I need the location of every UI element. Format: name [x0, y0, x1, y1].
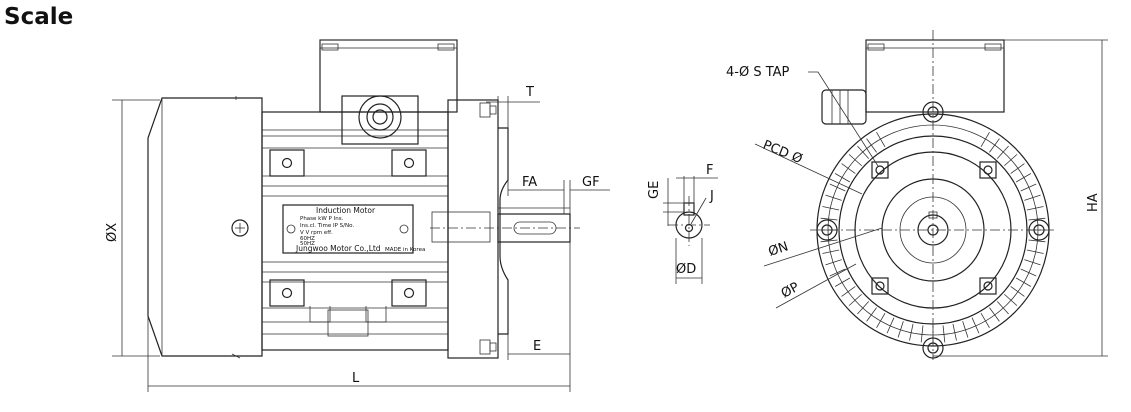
side-dimensions: ØX L T FA GF E: [105, 85, 610, 392]
svg-text:Ins.cl. Time IP S/No.: Ins.cl. Time IP S/No.: [300, 223, 354, 229]
dim-op-label: ØP: [779, 280, 802, 302]
terminal-box-front: [865, 39, 1005, 113]
fin-tick: [822, 249, 840, 254]
fin-tick: [820, 239, 838, 243]
svg-text:MADE in Korea: MADE in Korea: [385, 247, 425, 253]
fan-cover: [147, 97, 263, 357]
fin-tick: [897, 321, 904, 338]
svg-text:50HZ: 50HZ: [300, 241, 315, 247]
front-dimensions: HA 4-Ø S TAP PCD Ø ØN ØP: [726, 39, 1108, 357]
nameplate-title: Induction Motor: [316, 206, 376, 215]
svg-text:Phase kW P Ins.: Phase kW P Ins.: [300, 216, 344, 222]
fin-tick: [1024, 259, 1041, 266]
nameplate-maker: Jungwoo Motor Co.,Ltd: [295, 244, 381, 253]
shaft-detail: F GE J ØD: [647, 163, 718, 284]
fin-tick: [825, 259, 842, 266]
dim-l-label: L: [352, 371, 360, 386]
fin-tick: [980, 312, 990, 329]
fin-tick: [1026, 206, 1044, 211]
dim-ha-label: HA: [1086, 193, 1101, 212]
fin-tick: [1015, 173, 1032, 183]
svg-text:60HZ: 60HZ: [300, 236, 315, 242]
cable-gland-front: [821, 89, 867, 125]
dim-od-label: ØD: [676, 262, 696, 277]
dim-on-label: ØN: [767, 239, 791, 259]
front-view: [810, 30, 1056, 360]
fin-tick: [886, 317, 895, 334]
fin-tick: [996, 145, 1009, 159]
fin-tick: [942, 325, 946, 343]
fin-tick: [848, 293, 862, 306]
fin-tick: [962, 321, 969, 338]
fin-tick: [1010, 286, 1025, 297]
dim-ox-label: ØX: [105, 223, 120, 242]
flange: [447, 99, 499, 359]
fin-tick: [866, 138, 877, 153]
fin-tick: [989, 138, 1000, 153]
fin-tick: [909, 323, 914, 341]
fin-tick: [971, 317, 980, 334]
side-view: Induction Motor Phase kW P Ins. Ins.cl. …: [147, 39, 580, 359]
dim-j-label: J: [709, 189, 714, 204]
bolt-holes: [871, 161, 997, 295]
fin-tick: [1004, 293, 1018, 306]
fin-tick: [1004, 154, 1018, 167]
fin-tick: [1020, 183, 1037, 192]
page-title: Scale: [4, 4, 74, 30]
terminal-box: [319, 39, 458, 113]
fin-tick: [848, 154, 862, 167]
fin-tick: [980, 131, 990, 148]
dim-pcd-label: PCD Ø: [761, 138, 805, 167]
fin-tick: [1010, 163, 1025, 174]
dim-f-label: F: [706, 163, 713, 178]
fin-tick: [876, 312, 886, 329]
fin-tick: [820, 217, 838, 221]
fin-tick: [1028, 239, 1046, 243]
svg-text:V V rpm eff.: V V rpm eff.: [300, 230, 333, 236]
fin-ring: [820, 131, 1046, 343]
dim-fa-label: FA: [522, 175, 537, 190]
fan-cover-screw-icon: [231, 219, 249, 237]
fin-tick: [834, 277, 851, 287]
fin-tick: [996, 301, 1009, 315]
dim-gf-label: GF: [582, 175, 600, 190]
fin-tick: [1028, 217, 1046, 221]
fin-tick: [825, 194, 842, 201]
dim-ge-label: GE: [647, 181, 662, 199]
fin-tick: [1024, 194, 1041, 201]
cable-gland-icon: [358, 95, 402, 139]
fin-tick: [1026, 249, 1044, 254]
fin-tick: [876, 131, 886, 148]
dim-t-label: T: [525, 85, 534, 100]
fin-tick: [841, 163, 856, 174]
fin-tick: [829, 268, 846, 277]
fin-tick: [829, 183, 846, 192]
dim-tap-label: 4-Ø S TAP: [726, 65, 790, 80]
fin-tick: [841, 286, 856, 297]
fin-tick: [822, 206, 840, 211]
cooling-fins: [262, 129, 448, 335]
fin-tick: [834, 173, 851, 183]
fin-tick: [857, 301, 870, 315]
nameplate: Induction Motor Phase kW P Ins. Ins.cl. …: [282, 204, 425, 254]
dim-e-label: E: [533, 339, 541, 354]
fin-tick: [1020, 268, 1037, 277]
fin-tick: [952, 323, 957, 341]
fin-tick: [989, 307, 1000, 322]
fin-tick: [1015, 277, 1032, 287]
fin-tick: [857, 145, 870, 159]
fin-tick: [866, 307, 877, 322]
fin-tick: [920, 325, 924, 343]
